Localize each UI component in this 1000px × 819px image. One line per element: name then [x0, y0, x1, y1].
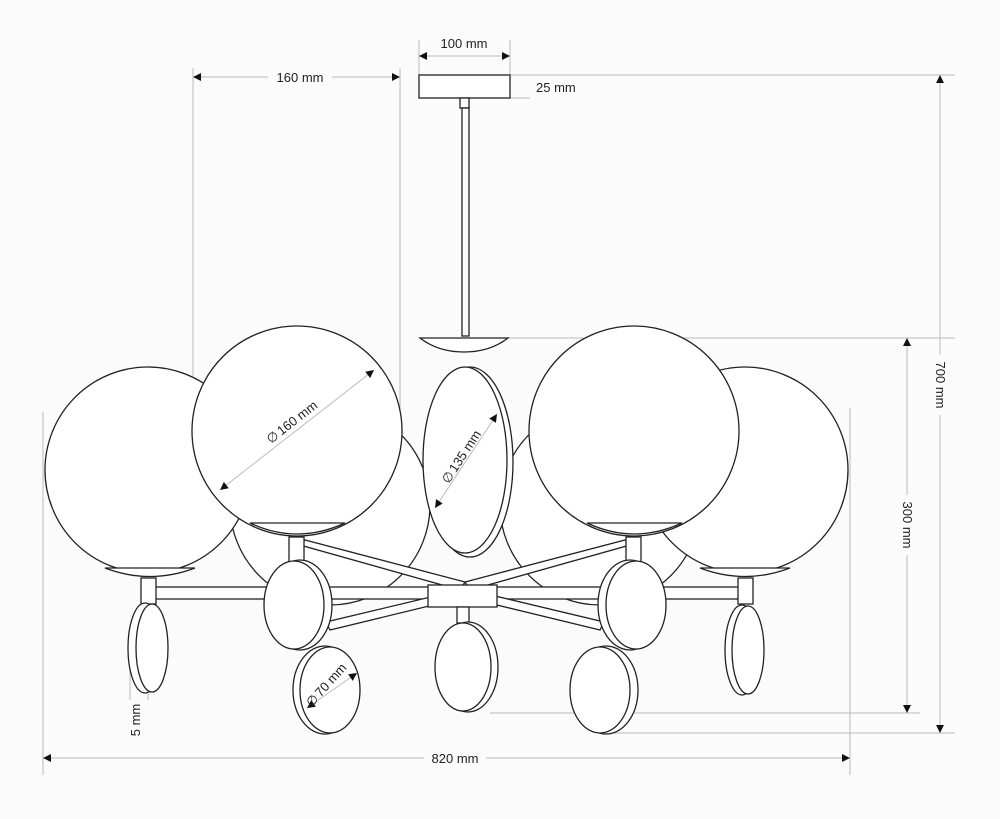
stem	[461, 107, 470, 337]
stem-collar	[459, 97, 470, 109]
disc-mid-left	[263, 559, 333, 651]
dim-canopy-height: 25 mm	[536, 80, 576, 95]
dim-total-height: 700 mm	[933, 362, 948, 409]
dim-total-width: 820 mm	[432, 751, 479, 766]
disc-mid-right	[597, 559, 667, 651]
center-hub	[427, 584, 498, 608]
disc-far-right	[724, 604, 765, 696]
dim-arm-spacing: 160 mm	[277, 70, 324, 85]
dim-canopy-width: 100 mm	[441, 36, 488, 51]
disc-far-left	[127, 602, 169, 694]
disc-lower-center	[434, 621, 499, 713]
globe-near-right	[528, 325, 740, 563]
center-disc	[422, 366, 514, 558]
dim-body-height: 300 mm	[900, 502, 915, 549]
dim-disc-thickness: 5 mm	[128, 704, 143, 737]
disc-lower-right	[569, 645, 639, 735]
canopy	[418, 74, 511, 99]
ceiling-cup	[418, 337, 510, 353]
